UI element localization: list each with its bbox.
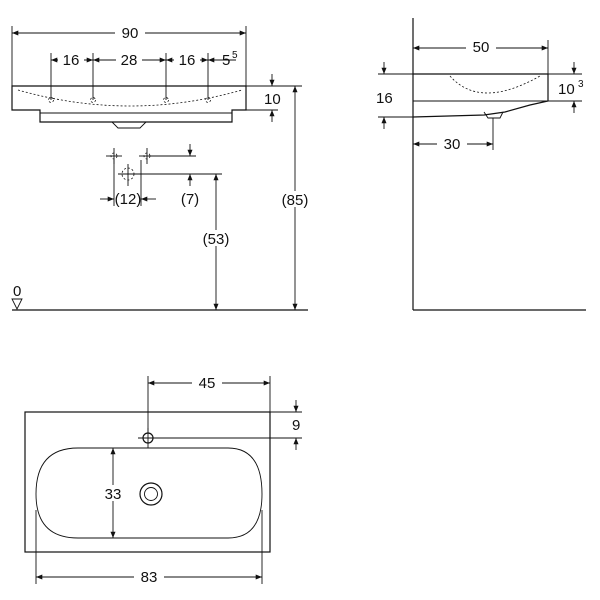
top-view: 45 9 33 83 [24, 374, 302, 586]
tap-spacing-mid-label: 28 [121, 52, 138, 69]
top-bowl-outline [35, 447, 263, 539]
drain-height-label: (53) [203, 231, 230, 248]
top-basin-outline [24, 411, 271, 553]
width-90-label: 90 [122, 25, 139, 42]
top-bowl-depth-label: 33 [105, 486, 122, 503]
side-basin-outline [412, 73, 549, 118]
edge-offset-sup: 5 [232, 50, 238, 61]
side-rim-height-sup: 3 [578, 79, 584, 90]
rim-height-label: 10 [264, 91, 281, 108]
top-drain-outer [139, 482, 163, 506]
top-drain-inner [144, 487, 158, 501]
drain-depth-label: (7) [181, 191, 199, 208]
edge-offset-label: 5 [222, 52, 230, 69]
top-tap-back-label: 9 [292, 417, 300, 434]
front-view: 90 16 28 16 5 5 10 (85) [11, 24, 312, 311]
side-view: 50 16 10 3 30 [376, 18, 586, 311]
tap-spacing-right-label: 16 [179, 52, 196, 69]
side-drain-offset-label: 30 [444, 136, 461, 153]
side-depth-label: 50 [473, 39, 490, 56]
top-tap-offset-label: 45 [199, 375, 216, 392]
top-bowl-width-label: 83 [141, 569, 158, 586]
drain-crosshair-main [118, 164, 138, 186]
drain-offset-label: (12) [115, 191, 142, 208]
front-basin-outline [11, 85, 247, 123]
side-rim-height-label: 10 [558, 81, 575, 98]
tap-spacing-left-label: 16 [63, 52, 80, 69]
floor-zero-label: 0 [13, 283, 21, 300]
side-height-label: 16 [376, 90, 393, 107]
total-height-label: (85) [282, 192, 309, 209]
